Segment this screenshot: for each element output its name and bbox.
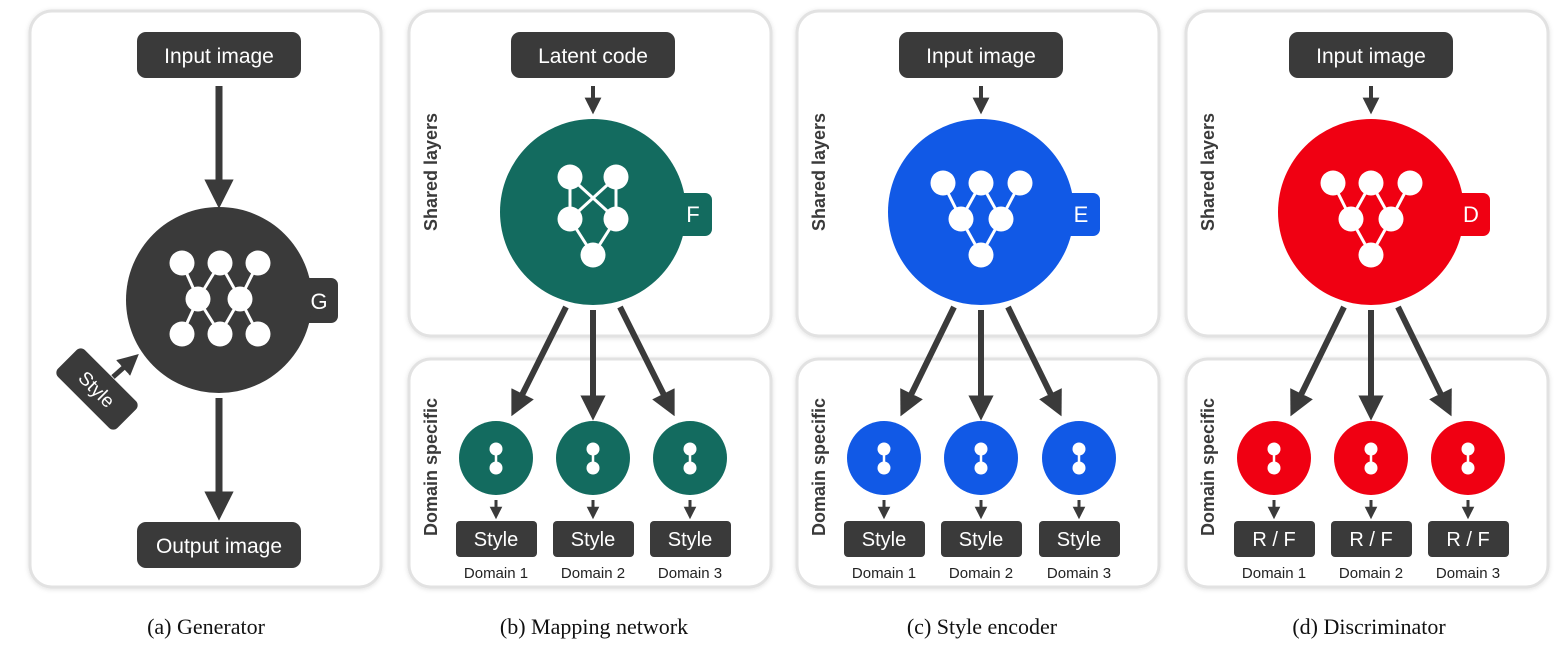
mapping-domain-label-2: Domain 2 (561, 565, 625, 582)
generator-caption: (a) Generator (147, 614, 266, 639)
encoder-output-3: Style (1057, 529, 1101, 551)
mapping-domain-label: Domain specific (421, 398, 441, 536)
generator-output-box (137, 522, 301, 568)
mapping-branch-arrows (511, 305, 675, 421)
generator-output-label: Output image (156, 535, 282, 558)
discriminator-domain-label-2: Domain 2 (1339, 565, 1403, 582)
mapping-network-circle (500, 119, 686, 305)
discriminator-panel: Shared layers Domain specific Input imag… (1184, 9, 1550, 639)
discriminator-input-label: Input image (1316, 45, 1426, 68)
mapping-caption: (b) Mapping network (500, 614, 688, 639)
encoder-domain-label-2: Domain 2 (949, 565, 1013, 582)
mapping-domain-label-1: Domain 1 (464, 565, 528, 582)
discriminator-network-circle (1278, 119, 1464, 305)
generator-panel: Input image G Style (28, 9, 383, 639)
encoder-input-box (899, 32, 1063, 78)
mapping-input-box (511, 32, 675, 78)
discriminator-input-box (1289, 32, 1453, 78)
mapping-domain-3: Style Domain 3 (650, 421, 731, 582)
mapping-output-1: Style (474, 529, 518, 551)
generator-style-arrow (111, 354, 139, 379)
discriminator-branch-arrows (1290, 305, 1452, 421)
encoder-domain-2: Style Domain 2 (941, 421, 1022, 582)
mapping-panel: Shared layers Domain specific Latent cod… (407, 9, 773, 639)
discriminator-domain-2: R / F Domain 2 (1331, 421, 1412, 582)
discriminator-domain-1: R / F Domain 1 (1234, 421, 1315, 582)
generator-letter: G (310, 289, 327, 314)
discriminator-domain-label: Domain specific (1198, 398, 1218, 536)
discriminator-domain-3: R / F Domain 3 (1428, 421, 1509, 582)
encoder-output-1: Style (862, 529, 906, 551)
mapping-domain-1: Style Domain 1 (456, 421, 537, 582)
generator-input-label: Input image (164, 45, 274, 68)
discriminator-caption: (d) Discriminator (1292, 614, 1446, 639)
encoder-output-2: Style (959, 529, 1003, 551)
encoder-domain-label-3: Domain 3 (1047, 565, 1111, 582)
mapping-domain-2: Style Domain 2 (553, 421, 634, 582)
mapping-output-3: Style (668, 529, 712, 551)
discriminator-domain-label-3: Domain 3 (1436, 565, 1500, 582)
encoder-branch-arrows (900, 305, 1062, 421)
generator-input-box (137, 32, 301, 78)
mapping-input-label: Latent code (538, 45, 648, 68)
encoder-domain-1: Style Domain 1 (844, 421, 925, 582)
encoder-input-label: Input image (926, 45, 1036, 68)
mapping-domain-label-3: Domain 3 (658, 565, 722, 582)
encoder-letter: E (1074, 202, 1089, 227)
discriminator-output-3: R / F (1446, 529, 1489, 551)
mapping-shared-label: Shared layers (421, 113, 441, 231)
generator-network-circle (126, 207, 312, 393)
mapping-network-icon (557, 164, 629, 268)
discriminator-network-icon (1320, 170, 1423, 268)
encoder-domain-label-1: Domain 1 (852, 565, 916, 582)
encoder-shared-label: Shared layers (809, 113, 829, 231)
encoder-network-circle (888, 119, 1074, 305)
discriminator-output-2: R / F (1349, 529, 1392, 551)
discriminator-domain-label-1: Domain 1 (1242, 565, 1306, 582)
mapping-output-2: Style (571, 529, 615, 551)
encoder-network-icon (930, 170, 1033, 268)
generator-network-icon (169, 250, 271, 347)
discriminator-shared-label: Shared layers (1198, 113, 1218, 231)
encoder-domain-label: Domain specific (809, 398, 829, 536)
encoder-domain-3: Style Domain 3 (1039, 421, 1120, 582)
encoder-caption: (c) Style encoder (907, 614, 1058, 639)
discriminator-letter: D (1463, 202, 1479, 227)
encoder-panel: Shared layers Domain specific Input imag… (795, 9, 1161, 639)
discriminator-output-1: R / F (1252, 529, 1295, 551)
mapping-letter: F (686, 202, 699, 227)
